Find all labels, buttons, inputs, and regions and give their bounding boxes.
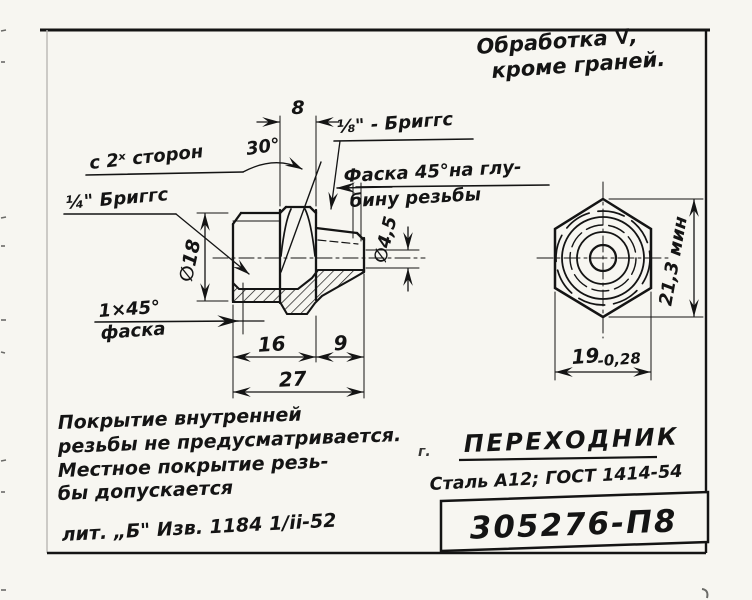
dim-tip-length: 9 <box>333 331 348 356</box>
chamfer-note-line2: бину резьбы <box>349 184 481 212</box>
chamfer-angle-line <box>280 161 322 273</box>
title-artifact: г. <box>418 444 431 460</box>
main-view-dimensions <box>63 115 550 399</box>
dim-across-flats: 19 <box>571 343 601 369</box>
revision-note: лит. „Б" Изв. 1184 1/ii-52 <box>61 510 337 546</box>
main-view-labels: 8 30° с 2ˣ сторон ¼" Бриггс ⅛" - Бриггс … <box>65 97 522 392</box>
part-number-box <box>439 490 710 553</box>
part-title: ПЕРЕХОДНИК <box>463 422 679 458</box>
dim-body-length: 16 <box>257 331 286 356</box>
bore-circle <box>588 243 618 273</box>
chamfer-note-line1: Фаска 45°на глу- <box>343 157 522 187</box>
thread-crest-circle <box>555 210 651 306</box>
dim-across-flats-tolerance: -0,28 <box>597 349 641 370</box>
chamfer-left-line1: 1×45° <box>98 297 161 322</box>
machining-note: Обработка ∇, кроме граней. <box>476 24 666 83</box>
thread-left-label: ¼" Бриггс <box>65 184 170 214</box>
title-block: г. ПЕРЕХОДНИК Сталь А12; ГОСТ 1414-54 30… <box>418 422 710 553</box>
main-section-view <box>212 161 426 316</box>
end-view-labels: 21,3 мин 19 -0,28 <box>571 215 692 370</box>
end-view <box>536 181 704 381</box>
dim-across-corners: 21,3 мин <box>655 215 691 308</box>
thread-right-label: ⅛" - Бриггс <box>336 109 454 138</box>
notes-block: Покрытие внутренней резьбы не предусматр… <box>56 403 401 545</box>
note-line4: бы допускается <box>57 477 233 505</box>
scan-artifact <box>0 29 709 599</box>
dim-hex-width: 8 <box>291 97 304 119</box>
dim-major-diameter: ∅18 <box>175 238 205 284</box>
note-two-sides: с 2ˣ сторон <box>88 141 204 174</box>
hex-outline <box>553 197 653 319</box>
angle-30-label: 30° <box>245 134 282 160</box>
part-number: 305276-П8 <box>469 503 678 546</box>
sheet-frame <box>40 28 710 555</box>
dim-total-length: 27 <box>278 366 307 391</box>
chamfer-left-line2: фаска <box>100 319 166 344</box>
section-hatch-region <box>231 268 366 316</box>
material-spec: Сталь А12; ГОСТ 1414-54 <box>429 462 683 495</box>
